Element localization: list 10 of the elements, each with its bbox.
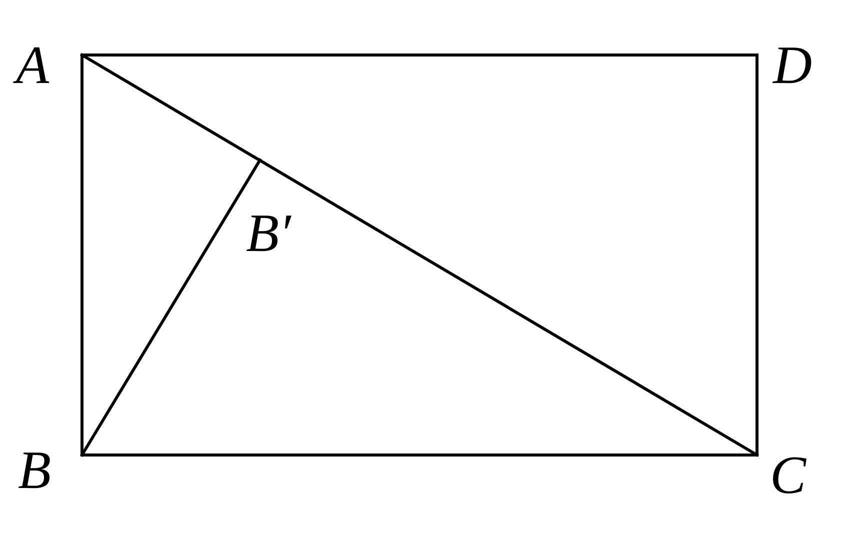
- line-segment: [80, 54, 84, 456]
- line-segment: [80, 158, 262, 456]
- point-label: C: [770, 448, 806, 502]
- point-label: B′: [246, 206, 291, 260]
- line-segment: [756, 54, 758, 456]
- point-label: B: [18, 443, 51, 497]
- line-segment: [80, 54, 758, 56]
- point-label: D: [773, 38, 812, 92]
- line-segment: [80, 54, 758, 456]
- line-segment: [80, 454, 758, 456]
